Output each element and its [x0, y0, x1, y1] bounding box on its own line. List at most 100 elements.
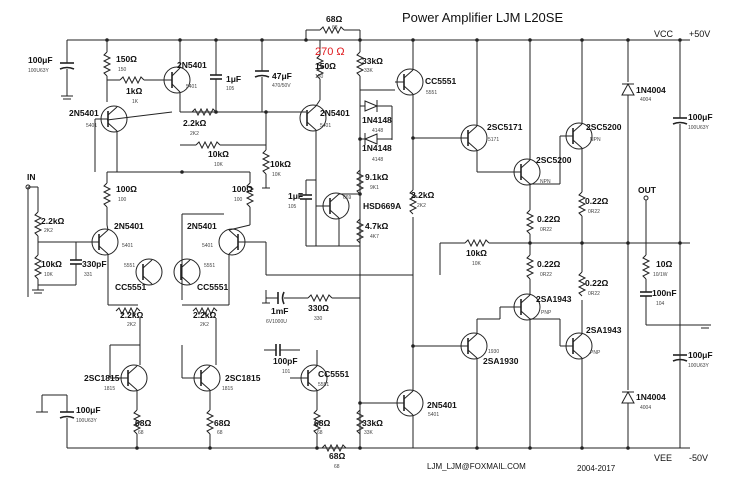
component-label: 68Ω [214, 418, 230, 428]
component-code: 1815 [104, 386, 115, 392]
component-label: 1N4148 [362, 115, 392, 125]
schematic-title: Power Amplifier LJM L20SE [402, 10, 563, 25]
component-label: 2SC1815 [225, 373, 261, 383]
component-code: PNP [541, 310, 552, 316]
component-code: 2K2 [44, 228, 53, 234]
component-label: 2.2kΩ [183, 118, 207, 128]
component-label: 330Ω [308, 303, 329, 313]
component-code: 6V1000U [266, 319, 287, 325]
component-code: 330 [314, 316, 323, 322]
current-source [36, 344, 364, 452]
component-code: 5401 [86, 123, 97, 129]
input-label: IN [27, 172, 36, 182]
component-label: 150Ω [116, 54, 137, 64]
component-label: 2SC5171 [487, 122, 523, 132]
component-code: 10K [214, 162, 224, 168]
component-code: 1930 [488, 349, 499, 355]
component-code: 33K [364, 430, 374, 436]
red-annotation: 270 Ω [315, 46, 345, 58]
component-label: 100Ω [232, 184, 253, 194]
component-label: HSD669A [363, 201, 401, 211]
component-label: 33kΩ [362, 418, 383, 428]
component-label: 10kΩ [208, 149, 229, 159]
component-code: 5551 [124, 263, 135, 269]
component-label: 100nF [652, 288, 677, 298]
component-label: 1kΩ [126, 86, 142, 96]
component-code: 5171 [488, 137, 499, 143]
component-label: 2N5401 [114, 221, 144, 231]
component-label: 100μF [688, 350, 713, 360]
copyright-year: 2004-2017 [577, 464, 616, 473]
component-label: 2SA1930 [483, 356, 519, 366]
component-code: 68 [138, 430, 144, 436]
component-label: 2SA1943 [536, 294, 572, 304]
component-label: 2SA1943 [586, 325, 622, 335]
component-label: 68Ω [329, 451, 345, 461]
component-label: 0.22Ω [537, 259, 561, 269]
component-code: 2K2 [417, 203, 426, 209]
component-code: NPN [540, 179, 551, 185]
component-label: 2SC5200 [536, 155, 572, 165]
component-code: 150 [118, 67, 127, 73]
component-label: 2N5401 [177, 60, 207, 70]
component-label: 33kΩ [362, 56, 383, 66]
author-email: LJM_LJM@FOXMAIL.COM [427, 462, 526, 471]
component-label: 100μF [76, 405, 101, 415]
component-label: CC5551 [425, 76, 456, 86]
component-label: 100pF [273, 356, 298, 366]
component-label: 2N5401 [427, 400, 457, 410]
component-label: 150Ω [315, 61, 336, 71]
component-code: 1815 [222, 386, 233, 392]
component-code: 331 [84, 272, 93, 278]
component-label: 2SC5200 [586, 122, 622, 132]
component-code: 5401 [122, 243, 133, 249]
component-label: 2.2kΩ [411, 190, 435, 200]
component-code: 68 [332, 25, 338, 31]
component-label: 1N4148 [362, 143, 392, 153]
component-label: CC5551 [197, 282, 228, 292]
component-code: 4148 [372, 128, 383, 134]
supply-cap-top [59, 40, 75, 100]
component-code: 4004 [640, 97, 651, 103]
vas-section [180, 26, 424, 247]
component-code: 68 [317, 430, 323, 436]
component-code: 100 [118, 197, 127, 203]
component-label: 100Ω [116, 184, 137, 194]
supply-protection [621, 40, 711, 448]
component-code: 100U63Y [76, 418, 98, 424]
component-code: 2K2 [190, 131, 199, 137]
component-code: 5551 [426, 90, 437, 96]
component-label: 10kΩ [41, 259, 62, 269]
input-stage [80, 171, 413, 345]
component-label: 100μF [28, 55, 53, 65]
component-code: 2K2 [200, 322, 209, 328]
component-label: 1μF [226, 74, 241, 84]
component-code: 68 [217, 430, 223, 436]
component-label: 47μF [272, 71, 292, 81]
component-label: 2.2kΩ [193, 310, 217, 320]
component-code: 0R22 [540, 227, 552, 233]
component-label: 1μF [288, 191, 303, 201]
component-code: 470/50V [272, 83, 291, 89]
component-code: 105 [288, 204, 297, 210]
vcc-voltage: +50V [689, 29, 710, 39]
component-code: 100U63Y [688, 125, 710, 131]
junction-dots [105, 38, 682, 450]
component-label: 10kΩ [270, 159, 291, 169]
component-code: 104 [656, 301, 665, 307]
component-code: 68 [334, 464, 340, 470]
component-code: 150 [315, 74, 324, 80]
component-label: 0.22Ω [537, 214, 561, 224]
component-code: 5401 [186, 84, 197, 90]
component-code: 101 [282, 369, 291, 375]
component-code: 4004 [640, 405, 651, 411]
component-label: 0.22Ω [585, 196, 609, 206]
component-code: 33K [364, 68, 374, 74]
component-code: 0R22 [588, 209, 600, 215]
component-label: 2N5401 [69, 108, 99, 118]
component-code: 100 [234, 197, 243, 203]
component-label: 68Ω [135, 418, 151, 428]
component-code: 4148 [372, 157, 383, 163]
